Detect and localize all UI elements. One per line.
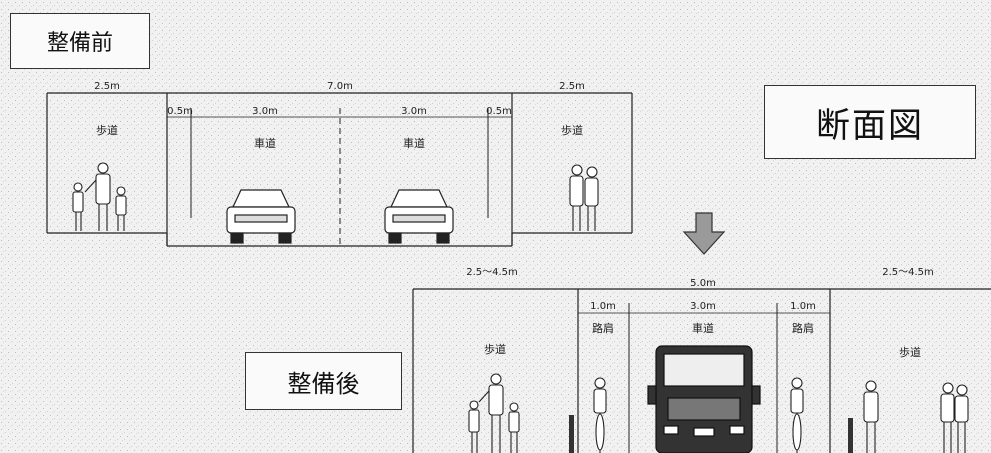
- after-zone-lane: 車道: [692, 321, 714, 335]
- before-dim-left-sidewalk: 2.5m: [94, 81, 120, 92]
- after-dim-carriageway: 5.0m: [690, 278, 716, 289]
- cyclist-icon: [593, 377, 607, 453]
- car-icon: [226, 189, 296, 244]
- after-dim-lane: 3.0m: [690, 301, 716, 312]
- before-zone-lane1: 車道: [254, 136, 276, 150]
- after-zone-left-sidewalk: 歩道: [484, 342, 506, 356]
- before-dim-lane2: 3.0m: [401, 106, 427, 117]
- after-zone-right-shoulder: 路肩: [792, 321, 814, 335]
- cyclist-icon: [790, 377, 804, 453]
- pedestrian-group-icon: [863, 380, 969, 453]
- before-road-profile: [46, 92, 633, 247]
- before-zone-lane2: 車道: [403, 136, 425, 150]
- pedestrian-group-icon: [72, 162, 127, 231]
- after-dim-right-shoulder: 1.0m: [790, 301, 816, 312]
- after-zone-left-shoulder: 路肩: [592, 321, 614, 335]
- section-title: 断面図: [764, 85, 976, 159]
- before-dim-left-shoulder: 0.5m: [167, 106, 193, 117]
- before-dim-lane1: 3.0m: [252, 106, 278, 117]
- before-zone-left-sidewalk: 歩道: [96, 123, 118, 137]
- bollard-icon: [569, 415, 853, 453]
- before-dim-carriageway: 7.0m: [327, 81, 353, 92]
- after-zone-right-sidewalk: 歩道: [899, 345, 921, 359]
- pedestrian-group-icon: [569, 164, 599, 231]
- before-zone-right-sidewalk: 歩道: [561, 123, 583, 137]
- after-dim-left-sidewalk: 2.5～4.5m: [466, 267, 518, 278]
- truck-icon: [647, 345, 761, 453]
- after-label: 整備後: [245, 352, 402, 410]
- pedestrian-group-icon: [468, 373, 520, 453]
- after-dim-left-shoulder: 1.0m: [590, 301, 616, 312]
- car-icon: [384, 189, 454, 244]
- before-label: 整備前: [10, 13, 150, 69]
- after-dim-right-sidewalk: 2.5～4.5m: [882, 267, 934, 278]
- before-dim-right-shoulder: 0.5m: [486, 106, 512, 117]
- after-road-profile: [412, 288, 991, 453]
- before-dim-right-sidewalk: 2.5m: [559, 81, 585, 92]
